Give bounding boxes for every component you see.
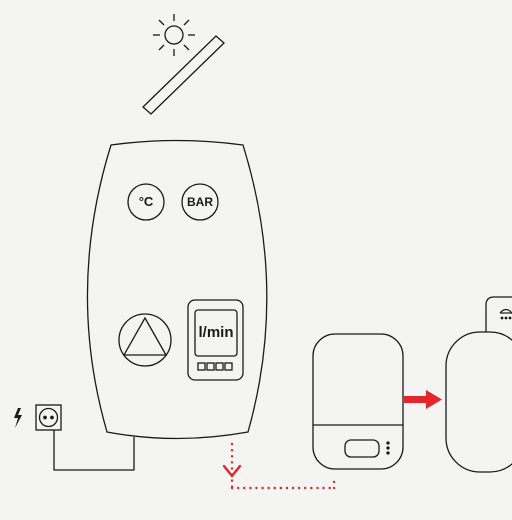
- storage-unit: [312, 333, 404, 470]
- flow-arrow: [404, 390, 442, 409]
- flow-unit-label: l/min: [198, 324, 234, 341]
- dotted-arrow-head: [222, 464, 242, 478]
- pump-icon: [118, 313, 172, 367]
- power-socket-icon: [35, 404, 62, 431]
- temperature-label: °C: [138, 194, 154, 209]
- pressure-gauge: [181, 183, 219, 221]
- main-unit-body: [86, 139, 268, 440]
- shower-tank: [445, 296, 512, 473]
- pressure-label: BAR: [187, 195, 213, 209]
- flow-meter: [187, 299, 244, 381]
- temperature-gauge: [127, 183, 165, 221]
- sun-icon: [153, 14, 195, 56]
- power-cable: [53, 430, 135, 471]
- solar-panel-icon: [142, 35, 225, 115]
- shower-icon: [499, 308, 512, 320]
- power-bolt-icon: [14, 408, 22, 428]
- dotted-connection: [230, 442, 336, 490]
